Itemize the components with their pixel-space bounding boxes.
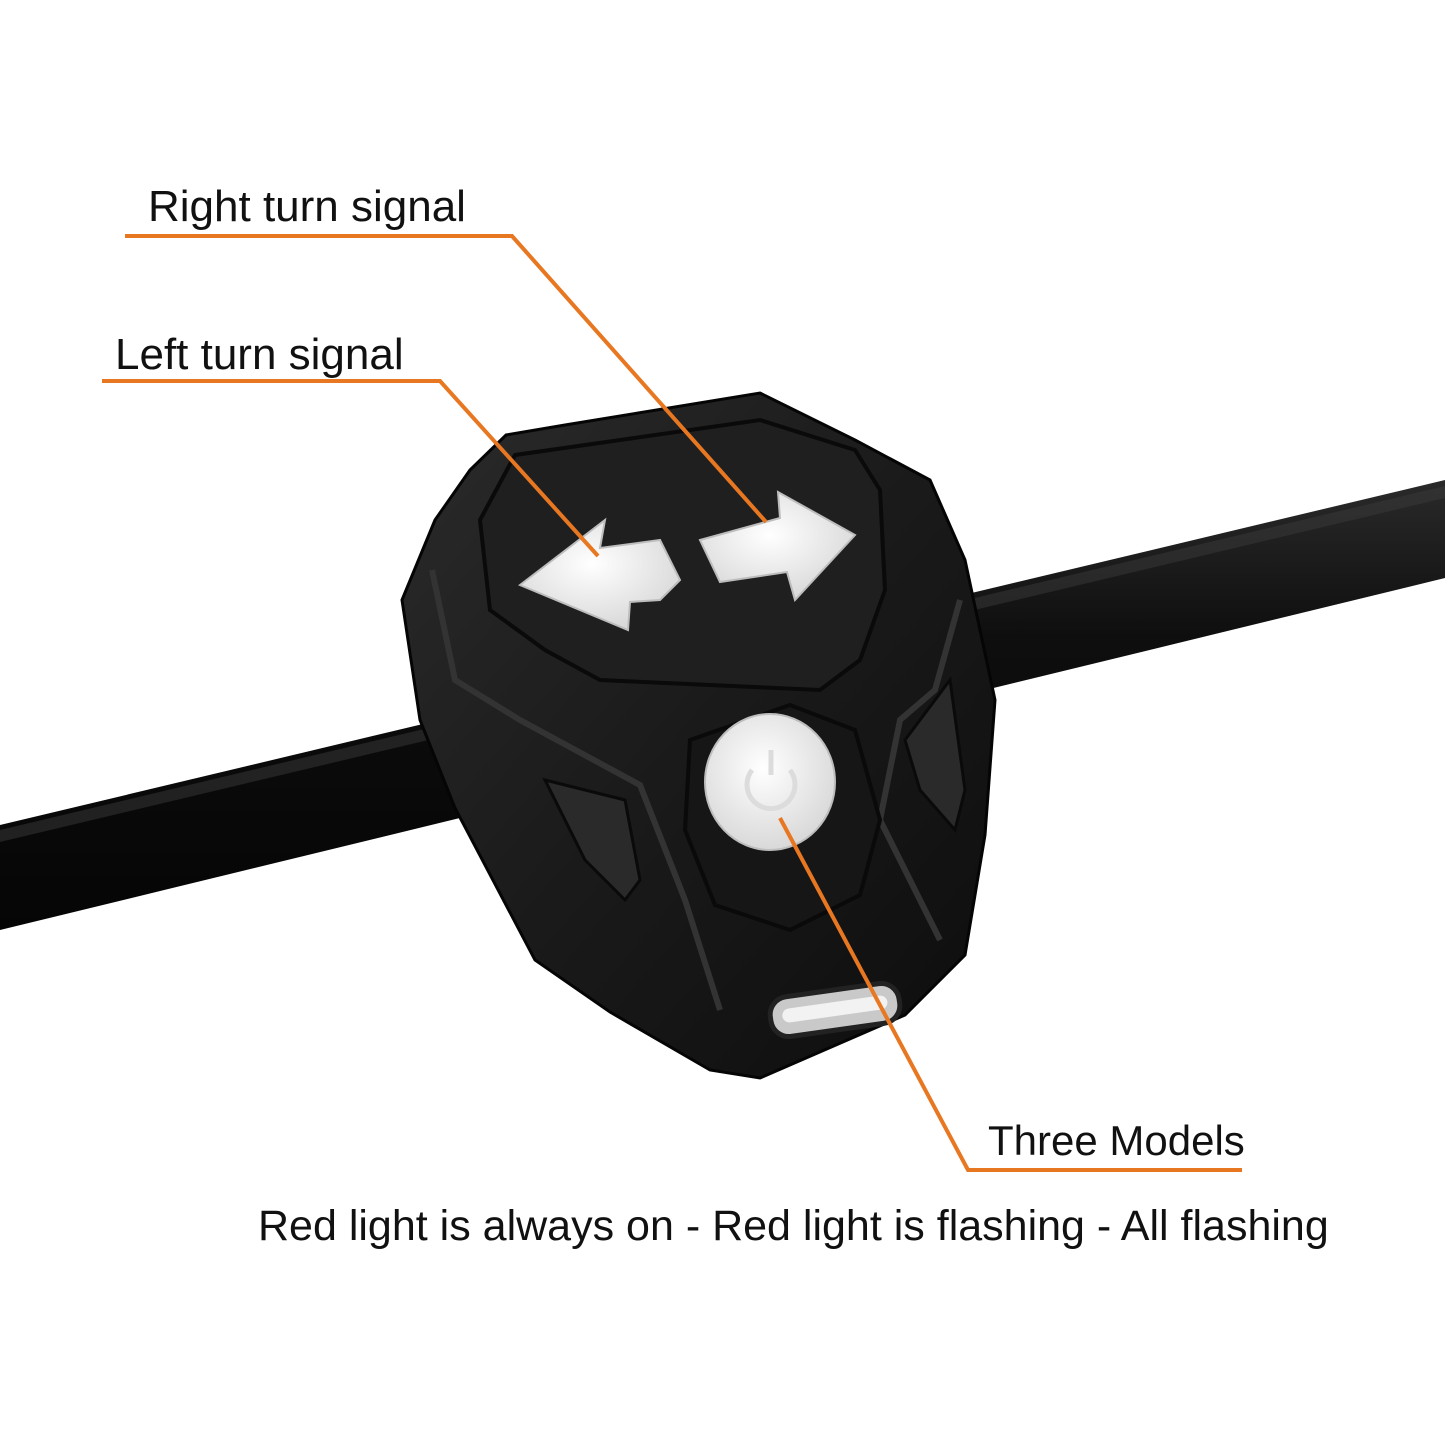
modes-caption: Red light is always on - Red light is fl…: [258, 1202, 1329, 1250]
leader-right-turn: [125, 234, 768, 524]
inset-left: [542, 777, 642, 903]
side-groove-left: [429, 569, 723, 1011]
inset-right: [903, 676, 967, 834]
right-arrow-icon[interactable]: [698, 490, 857, 602]
right-turn-signal-label: Right turn signal: [148, 182, 466, 231]
power-icon: [744, 750, 798, 812]
usb-port-slot: [782, 995, 888, 1023]
left-arrow-icon[interactable]: [518, 517, 682, 632]
power-button[interactable]: [704, 713, 836, 851]
top-panel: [477, 417, 888, 693]
turn-signal-light: [400, 391, 997, 1080]
side-groove-right: [876, 599, 963, 942]
three-models-label: Three Models: [988, 1117, 1245, 1164]
leader-lines: [102, 234, 1242, 1172]
leader-left-turn: [102, 379, 600, 558]
leader-three-models: [778, 817, 1242, 1172]
left-turn-signal-label: Left turn signal: [115, 330, 404, 379]
